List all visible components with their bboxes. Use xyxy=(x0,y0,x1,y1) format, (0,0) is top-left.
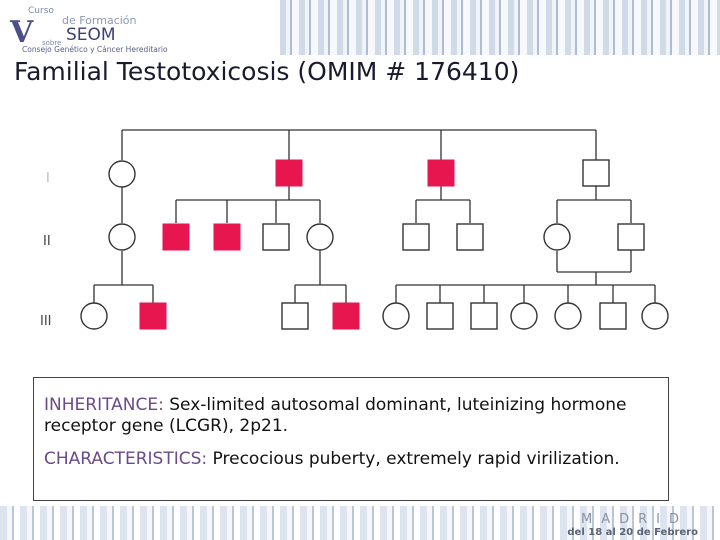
characteristics-text: Precocious puberty, extremely rapid viri… xyxy=(212,449,620,469)
gen1-affected-male-2 xyxy=(427,159,455,187)
gen3-female-5 xyxy=(641,302,669,330)
footer-banner: MADRID del 18 al 20 de Febrero xyxy=(0,506,720,540)
logo-line4: Consejo Genético y Cáncer Hereditario xyxy=(22,45,168,54)
header-decoration xyxy=(280,0,720,55)
pedigree-lines xyxy=(93,129,656,303)
gen2-male-1 xyxy=(262,223,290,251)
gen3-female-3 xyxy=(510,302,538,330)
gen3-male-1 xyxy=(281,302,309,330)
pedigree-chart: II III I xyxy=(40,129,669,330)
gen2-male-3 xyxy=(456,223,484,251)
footer-dates: del 18 al 20 de Febrero xyxy=(567,527,698,538)
logo-line1: Curso xyxy=(28,6,54,16)
gen3-female-4 xyxy=(554,302,582,330)
gen2-affected-male-1 xyxy=(162,223,190,251)
characteristics-paragraph: CHARACTERISTICS: Precocious puberty, ext… xyxy=(44,449,658,470)
gen3-female-2 xyxy=(382,302,410,330)
characteristics-label: CHARACTERISTICS: xyxy=(44,449,208,469)
footer-decoration xyxy=(0,506,720,540)
gen1-male-1 xyxy=(582,159,610,187)
gen3-male-3 xyxy=(470,302,498,330)
logo-numeral: V xyxy=(9,15,34,50)
gen3-male-2 xyxy=(426,302,454,330)
logo-line3: sobre xyxy=(42,39,61,47)
gen3-female-1 xyxy=(80,302,108,330)
footer-city: MADRID xyxy=(581,512,688,527)
gen2-female-2 xyxy=(306,223,334,251)
info-box: INHERITANCE: Sex-limited autosomal domin… xyxy=(33,377,669,501)
gen3-affected-male-2 xyxy=(332,302,360,330)
gen2-affected-male-2 xyxy=(213,223,241,251)
header-banner: Curso de Formación V SEOM sobre Consejo … xyxy=(0,0,720,55)
gen3-affected-male-1 xyxy=(139,302,167,330)
logo-brand: SEOM xyxy=(66,25,116,45)
gen2-male-2 xyxy=(402,223,430,251)
generation-label-ii: II xyxy=(43,234,51,249)
inheritance-label: INHERITANCE: xyxy=(44,395,164,415)
gen1-affected-male-1 xyxy=(275,159,303,187)
generation-label-iii: III xyxy=(40,314,52,329)
inheritance-text: Sex-limited autosomal dominant, luteiniz… xyxy=(44,395,627,436)
logo-line2: de Formación xyxy=(62,14,137,27)
course-logo: Curso de Formación V SEOM sobre Consejo … xyxy=(9,6,168,54)
gen1-female-1 xyxy=(108,160,136,188)
gen2-female-1 xyxy=(108,223,136,251)
slide-title: Familial Testotoxicosis (OMIM # 176410) xyxy=(14,57,520,86)
generation-label-i: I xyxy=(46,171,50,186)
gen3-male-4 xyxy=(599,302,627,330)
gen2-male-4 xyxy=(617,223,645,251)
gen2-female-3 xyxy=(543,223,571,251)
inheritance-paragraph: INHERITANCE: Sex-limited autosomal domin… xyxy=(44,395,658,437)
